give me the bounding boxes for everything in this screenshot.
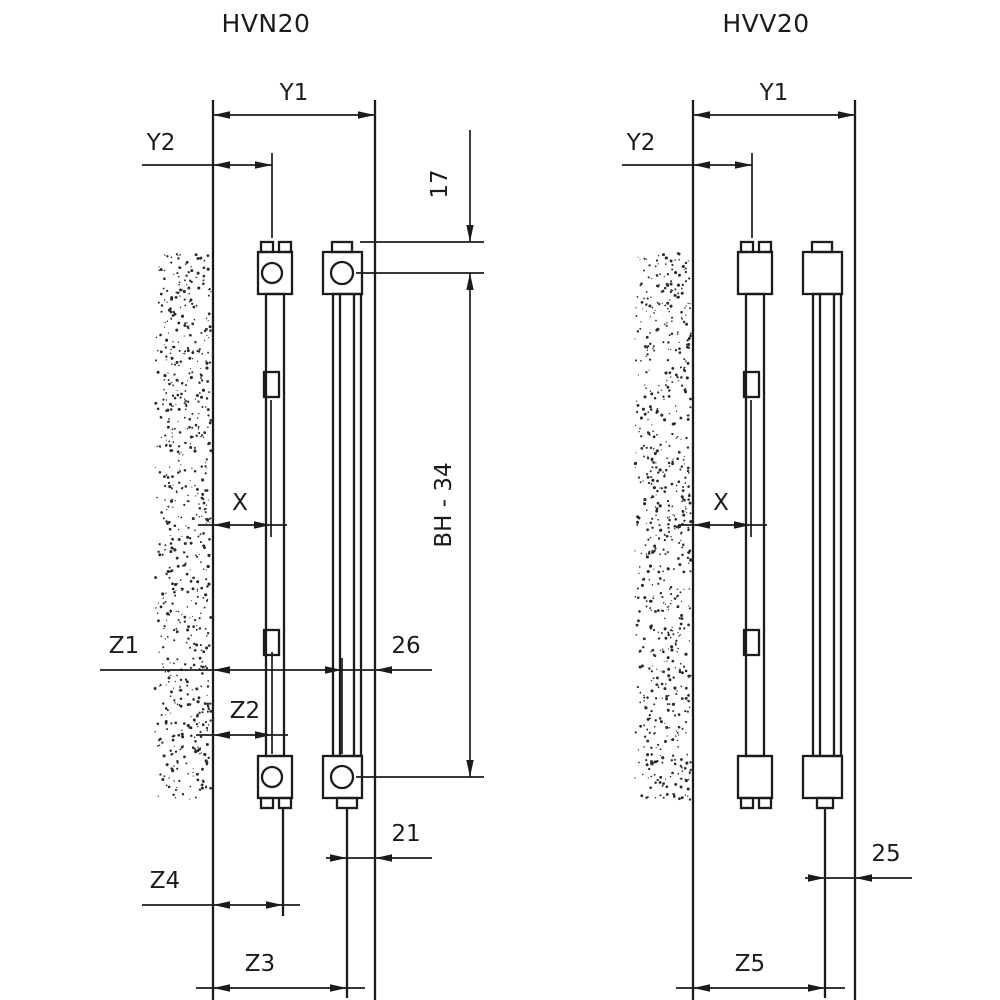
front-top-tab: [330, 240, 354, 254]
wall-stipple-texture-right: [633, 252, 693, 801]
front-bottom-header: [801, 754, 844, 800]
dim-y2: [622, 153, 753, 238]
back-bottom-tab-left: [739, 796, 755, 810]
dimension-arrowhead: [255, 161, 272, 169]
back-top-tab-left: [739, 240, 755, 254]
dimension-arrowhead: [213, 111, 230, 119]
diagram-hvv20: HVV20 Y1 Y2 X 25 Z5: [622, 9, 912, 1000]
label-y2-right: Y2: [626, 130, 656, 156]
label-17: 17: [427, 169, 453, 198]
dimension-arrowhead: [330, 984, 347, 992]
label-bh-34: BH - 34: [431, 462, 457, 547]
hvn20-parts: [211, 100, 377, 1000]
dimension-arrowhead: [358, 111, 375, 119]
dimension-arrowhead: [693, 521, 710, 529]
dimension-arrowhead: [693, 161, 710, 169]
dim-z2: [196, 652, 288, 754]
label-y1-left: Y1: [279, 80, 309, 106]
dimension-arrowhead: [325, 666, 342, 674]
valve-connection-tab: [815, 796, 835, 810]
dimension-arrowhead: [808, 874, 825, 882]
dimension-arrowhead: [808, 984, 825, 992]
dimension-arrowhead: [838, 111, 855, 119]
label-25: 25: [871, 841, 900, 867]
dimension-arrowhead: [213, 521, 230, 529]
back-top-tab-left: [259, 240, 275, 254]
label-z1: Z1: [109, 633, 139, 659]
front-bottom-tab: [335, 796, 359, 810]
mounting-bracket-lower: [742, 628, 761, 657]
dimension-arrowhead: [734, 521, 751, 529]
dimension-arrowhead: [735, 161, 752, 169]
mounting-bracket-upper: [742, 370, 761, 399]
dim-bh34: [356, 272, 484, 778]
dimension-arrowhead: [213, 901, 230, 909]
label-y2-left: Y2: [146, 130, 176, 156]
hvv20-labels: HVV20 Y1 Y2 X 25 Z5: [626, 9, 901, 977]
dim-x: [198, 400, 287, 537]
diagram-hvn20: HVN20 Y1 Y2 17 BH - 34 X Z1 26 Z2 21 Z4 …: [100, 9, 484, 1000]
label-x-right: X: [713, 490, 729, 516]
back-bottom-pipe-circle: [260, 765, 284, 789]
dimension-arrowhead: [466, 225, 474, 242]
back-bottom-tab-right: [757, 796, 773, 810]
front-panel: [331, 292, 363, 758]
dimension-arrowhead: [266, 901, 283, 909]
label-z5: Z5: [735, 951, 765, 977]
label-26: 26: [391, 633, 420, 659]
dimension-arrowhead: [466, 760, 474, 777]
diagram-title-hvv20: HVV20: [722, 9, 809, 38]
label-x-left: X: [232, 490, 248, 516]
wall-stipple-texture-left: [153, 253, 213, 800]
back-top-tab-right: [757, 240, 773, 254]
dim-y2: [142, 153, 273, 238]
dimension-arrowhead: [213, 731, 230, 739]
mounting-bracket-upper: [262, 370, 281, 399]
back-top-pipe-circle: [260, 261, 284, 285]
back-bottom-header: [736, 754, 774, 800]
front-top-pipe-circle: [329, 260, 355, 286]
dimension-arrowhead: [693, 111, 710, 119]
dim-17: [360, 130, 484, 243]
back-bottom-tab-right: [277, 796, 293, 810]
dimension-arrowhead: [213, 161, 230, 169]
label-21: 21: [391, 821, 420, 847]
label-z4: Z4: [150, 868, 180, 894]
hvv20-dimension-lines: [622, 114, 912, 989]
dimension-arrows: [213, 111, 872, 992]
hvn20-labels: HVN20 Y1 Y2 17 BH - 34 X Z1 26 Z2 21 Z4 …: [109, 9, 457, 977]
front-top-header: [801, 250, 844, 296]
diagram-title-hvn20: HVN20: [222, 9, 311, 38]
back-top-header: [736, 250, 774, 296]
dimension-arrowhead: [855, 874, 872, 882]
dimension-arrowhead: [213, 984, 230, 992]
back-bottom-header: [256, 754, 294, 800]
dimension-arrowhead: [255, 731, 272, 739]
front-top-tab: [810, 240, 834, 254]
back-bottom-tab-left: [259, 796, 275, 810]
stipple-dots: [153, 253, 213, 800]
dimension-arrowhead: [375, 854, 392, 862]
dimension-arrowhead: [693, 984, 710, 992]
dimension-arrowhead: [330, 854, 347, 862]
front-bottom-pipe-circle: [329, 764, 355, 790]
label-z2: Z2: [230, 698, 260, 724]
dim-x: [678, 400, 767, 537]
label-y1-right: Y1: [759, 80, 789, 106]
label-z3: Z3: [245, 951, 275, 977]
dimension-arrowhead: [375, 666, 392, 674]
front-panel: [811, 292, 843, 758]
stipple-dots: [633, 252, 693, 801]
dimension-arrowhead: [466, 273, 474, 290]
back-top-tab-right: [277, 240, 293, 254]
dimension-arrowhead: [213, 666, 230, 674]
dimension-arrowhead: [254, 521, 271, 529]
hvv20-parts: [691, 100, 857, 1000]
